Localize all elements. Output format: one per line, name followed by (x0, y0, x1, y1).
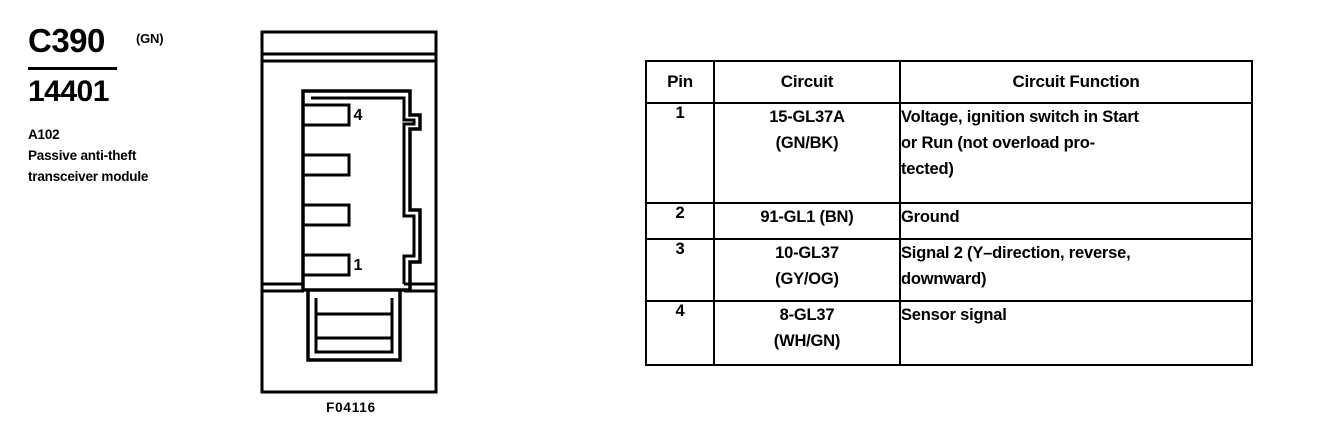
connector-code: C390 (28, 22, 105, 59)
connector-illustration: 4 1 F04116 (258, 28, 448, 423)
pin-number-bottom-label: 1 (354, 257, 363, 274)
function-line-1: Voltage, ignition switch in Start (901, 108, 1139, 126)
circuit-line-2: (GN/BK) (775, 134, 839, 152)
connector-identification-block: C390 (GN) 14401 A102 Passive anti-theft … (28, 22, 243, 184)
circuit-line-2: (WH/GN) (773, 332, 841, 350)
circuit-cell: 8-GL37 (WH/GN) (713, 300, 901, 366)
circuit-function-cell: Ground (899, 202, 1253, 240)
function-line-1: Sensor signal (901, 306, 1007, 324)
cavity-slot-1 (301, 253, 351, 277)
connector-body-inner-line (311, 96, 416, 284)
circuit-function-cell: Signal 2 (Y–direction, reverse, downward… (899, 238, 1253, 302)
circuit-function-cell: Voltage, ignition switch in Start or Run… (899, 102, 1253, 204)
circuit-line-1: 15-GL37A (769, 108, 845, 126)
table-row: 1 15-GL37A (GN/BK) Voltage, ignition swi… (645, 102, 1253, 204)
connector-keyed-body (301, 89, 422, 292)
function-line-2: downward) (901, 270, 987, 288)
column-header-pin: Pin (645, 60, 715, 104)
cavity-slot-2 (301, 203, 351, 227)
component-description: A102 Passive anti-theft transceiver modu… (28, 124, 148, 187)
component-id: A102 (28, 127, 60, 142)
pin-table-container: Pin Circuit Circuit Function 1 15-GL37A … (645, 60, 1253, 366)
circuit-line-1: 8-GL37 (779, 306, 835, 324)
cavity-slot-4 (301, 103, 351, 127)
table-header-row: Pin Circuit Circuit Function (645, 60, 1253, 104)
component-description-line-2: transceiver module (28, 169, 149, 184)
function-line-3: tected) (901, 160, 954, 178)
connector-outer-body (260, 30, 438, 394)
connector-figure-reference: F04116 (326, 400, 376, 415)
pin-assignment-table: Pin Circuit Circuit Function 1 15-GL37A … (645, 60, 1253, 366)
circuit-cell: 10-GL37 (GY/OG) (713, 238, 901, 302)
pin-number-top-label: 4 (354, 107, 363, 124)
table-row: 2 91-GL1 (BN) Ground (645, 202, 1253, 240)
connector-code-row: C390 (GN) (28, 22, 243, 64)
connector-color-code: (GN) (136, 31, 164, 46)
connector-shroud-inner (314, 298, 394, 354)
connector-shroud-outline (306, 290, 402, 362)
circuit-function-cell: Sensor signal (899, 300, 1253, 366)
table-row: 3 10-GL37 (GY/OG) Signal 2 (Y–direction,… (645, 238, 1253, 302)
circuit-line-1: 91-GL1 (BN) (760, 208, 854, 226)
pin-number-cell: 3 (645, 238, 715, 302)
pin-number-cell: 1 (645, 102, 715, 204)
component-description-line-1: Passive anti-theft (28, 148, 137, 163)
column-header-circuit-function: Circuit Function (899, 60, 1253, 104)
table-row: 4 8-GL37 (WH/GN) Sensor signal (645, 300, 1253, 366)
column-header-circuit: Circuit (713, 60, 901, 104)
identification-divider (28, 67, 117, 70)
function-line-2: or Run (not overload pro- (901, 134, 1095, 152)
function-line-1: Ground (901, 208, 960, 226)
connector-drawing: 4 1 (260, 30, 438, 394)
circuit-cell: 15-GL37A (GN/BK) (713, 102, 901, 204)
circuit-line-1: 10-GL37 (775, 244, 839, 262)
part-number: 14401 (28, 75, 109, 108)
function-line-1: Signal 2 (Y–direction, reverse, (901, 244, 1131, 262)
pin-number-cell: 2 (645, 202, 715, 240)
pin-number-cell: 4 (645, 300, 715, 366)
circuit-cell: 91-GL1 (BN) (713, 202, 901, 240)
circuit-line-2: (GY/OG) (775, 270, 839, 288)
cavity-slot-3 (301, 153, 351, 177)
